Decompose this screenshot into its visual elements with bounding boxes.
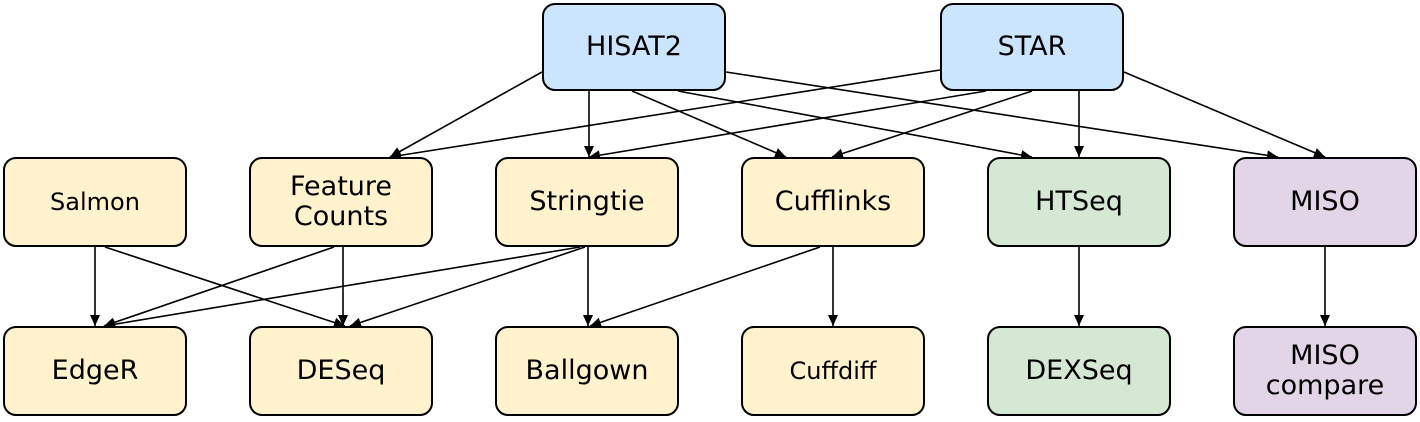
node-stringtie[interactable]: Stringtie — [495, 157, 679, 247]
edge-hisat2-to-cufflinks — [631, 90, 787, 158]
node-miso[interactable]: MISO — [1233, 157, 1417, 247]
node-ballgown-label: Ballgown — [525, 355, 649, 386]
node-dexseq[interactable]: DEXSeq — [987, 326, 1171, 416]
node-miso-label: MISO — [1290, 186, 1360, 217]
node-miso-compare[interactable]: MISO compare — [1233, 326, 1417, 416]
edge-stringtie-to-deseq — [349, 246, 586, 328]
node-cufflinks[interactable]: Cufflinks — [741, 157, 925, 247]
edge-featurecounts-to-edger — [103, 246, 335, 328]
edge-salmon-to-deseq — [104, 246, 346, 328]
node-hisat2[interactable]: HISAT2 — [542, 3, 726, 91]
edge-hisat2-to-featurecounts — [389, 71, 543, 158]
edge-hisat2-to-htseq — [677, 90, 1033, 160]
node-deseq[interactable]: DESeq — [249, 326, 433, 416]
edge-star-to-stringtie — [588, 90, 987, 161]
node-deseq-label: DESeq — [296, 355, 386, 386]
edge-cufflinks-to-ballgown — [589, 246, 821, 328]
node-edger-label: EdgeR — [51, 355, 139, 386]
node-cuffdiff[interactable]: Cuffdiff — [741, 326, 925, 416]
node-salmon-label: Salmon — [50, 188, 140, 216]
node-miso-compare-label: MISO compare — [1265, 340, 1385, 401]
node-dexseq-label: DEXSeq — [1025, 355, 1133, 386]
node-cufflinks-label: Cufflinks — [774, 186, 892, 217]
edge-hisat2-to-miso — [725, 71, 1279, 161]
node-star[interactable]: STAR — [940, 3, 1124, 91]
node-htseq[interactable]: HTSeq — [987, 157, 1171, 247]
node-feature-counts-label: Feature Counts — [289, 171, 393, 232]
edge-star-to-cufflinks — [831, 90, 1033, 159]
node-ballgown[interactable]: Ballgown — [495, 326, 679, 416]
node-star-label: STAR — [997, 31, 1067, 62]
node-edger[interactable]: EdgeR — [3, 326, 187, 416]
node-feature-counts[interactable]: Feature Counts — [249, 157, 433, 247]
edge-star-to-miso — [1123, 71, 1326, 158]
node-htseq-label: HTSeq — [1035, 186, 1123, 217]
node-stringtie-label: Stringtie — [529, 186, 645, 217]
node-salmon[interactable]: Salmon — [3, 157, 187, 247]
edge-stringtie-to-edger — [103, 246, 581, 330]
node-cuffdiff-label: Cuffdiff — [789, 357, 877, 385]
edge-star-to-featurecounts — [389, 69, 941, 161]
node-hisat2-label: HISAT2 — [586, 31, 682, 62]
